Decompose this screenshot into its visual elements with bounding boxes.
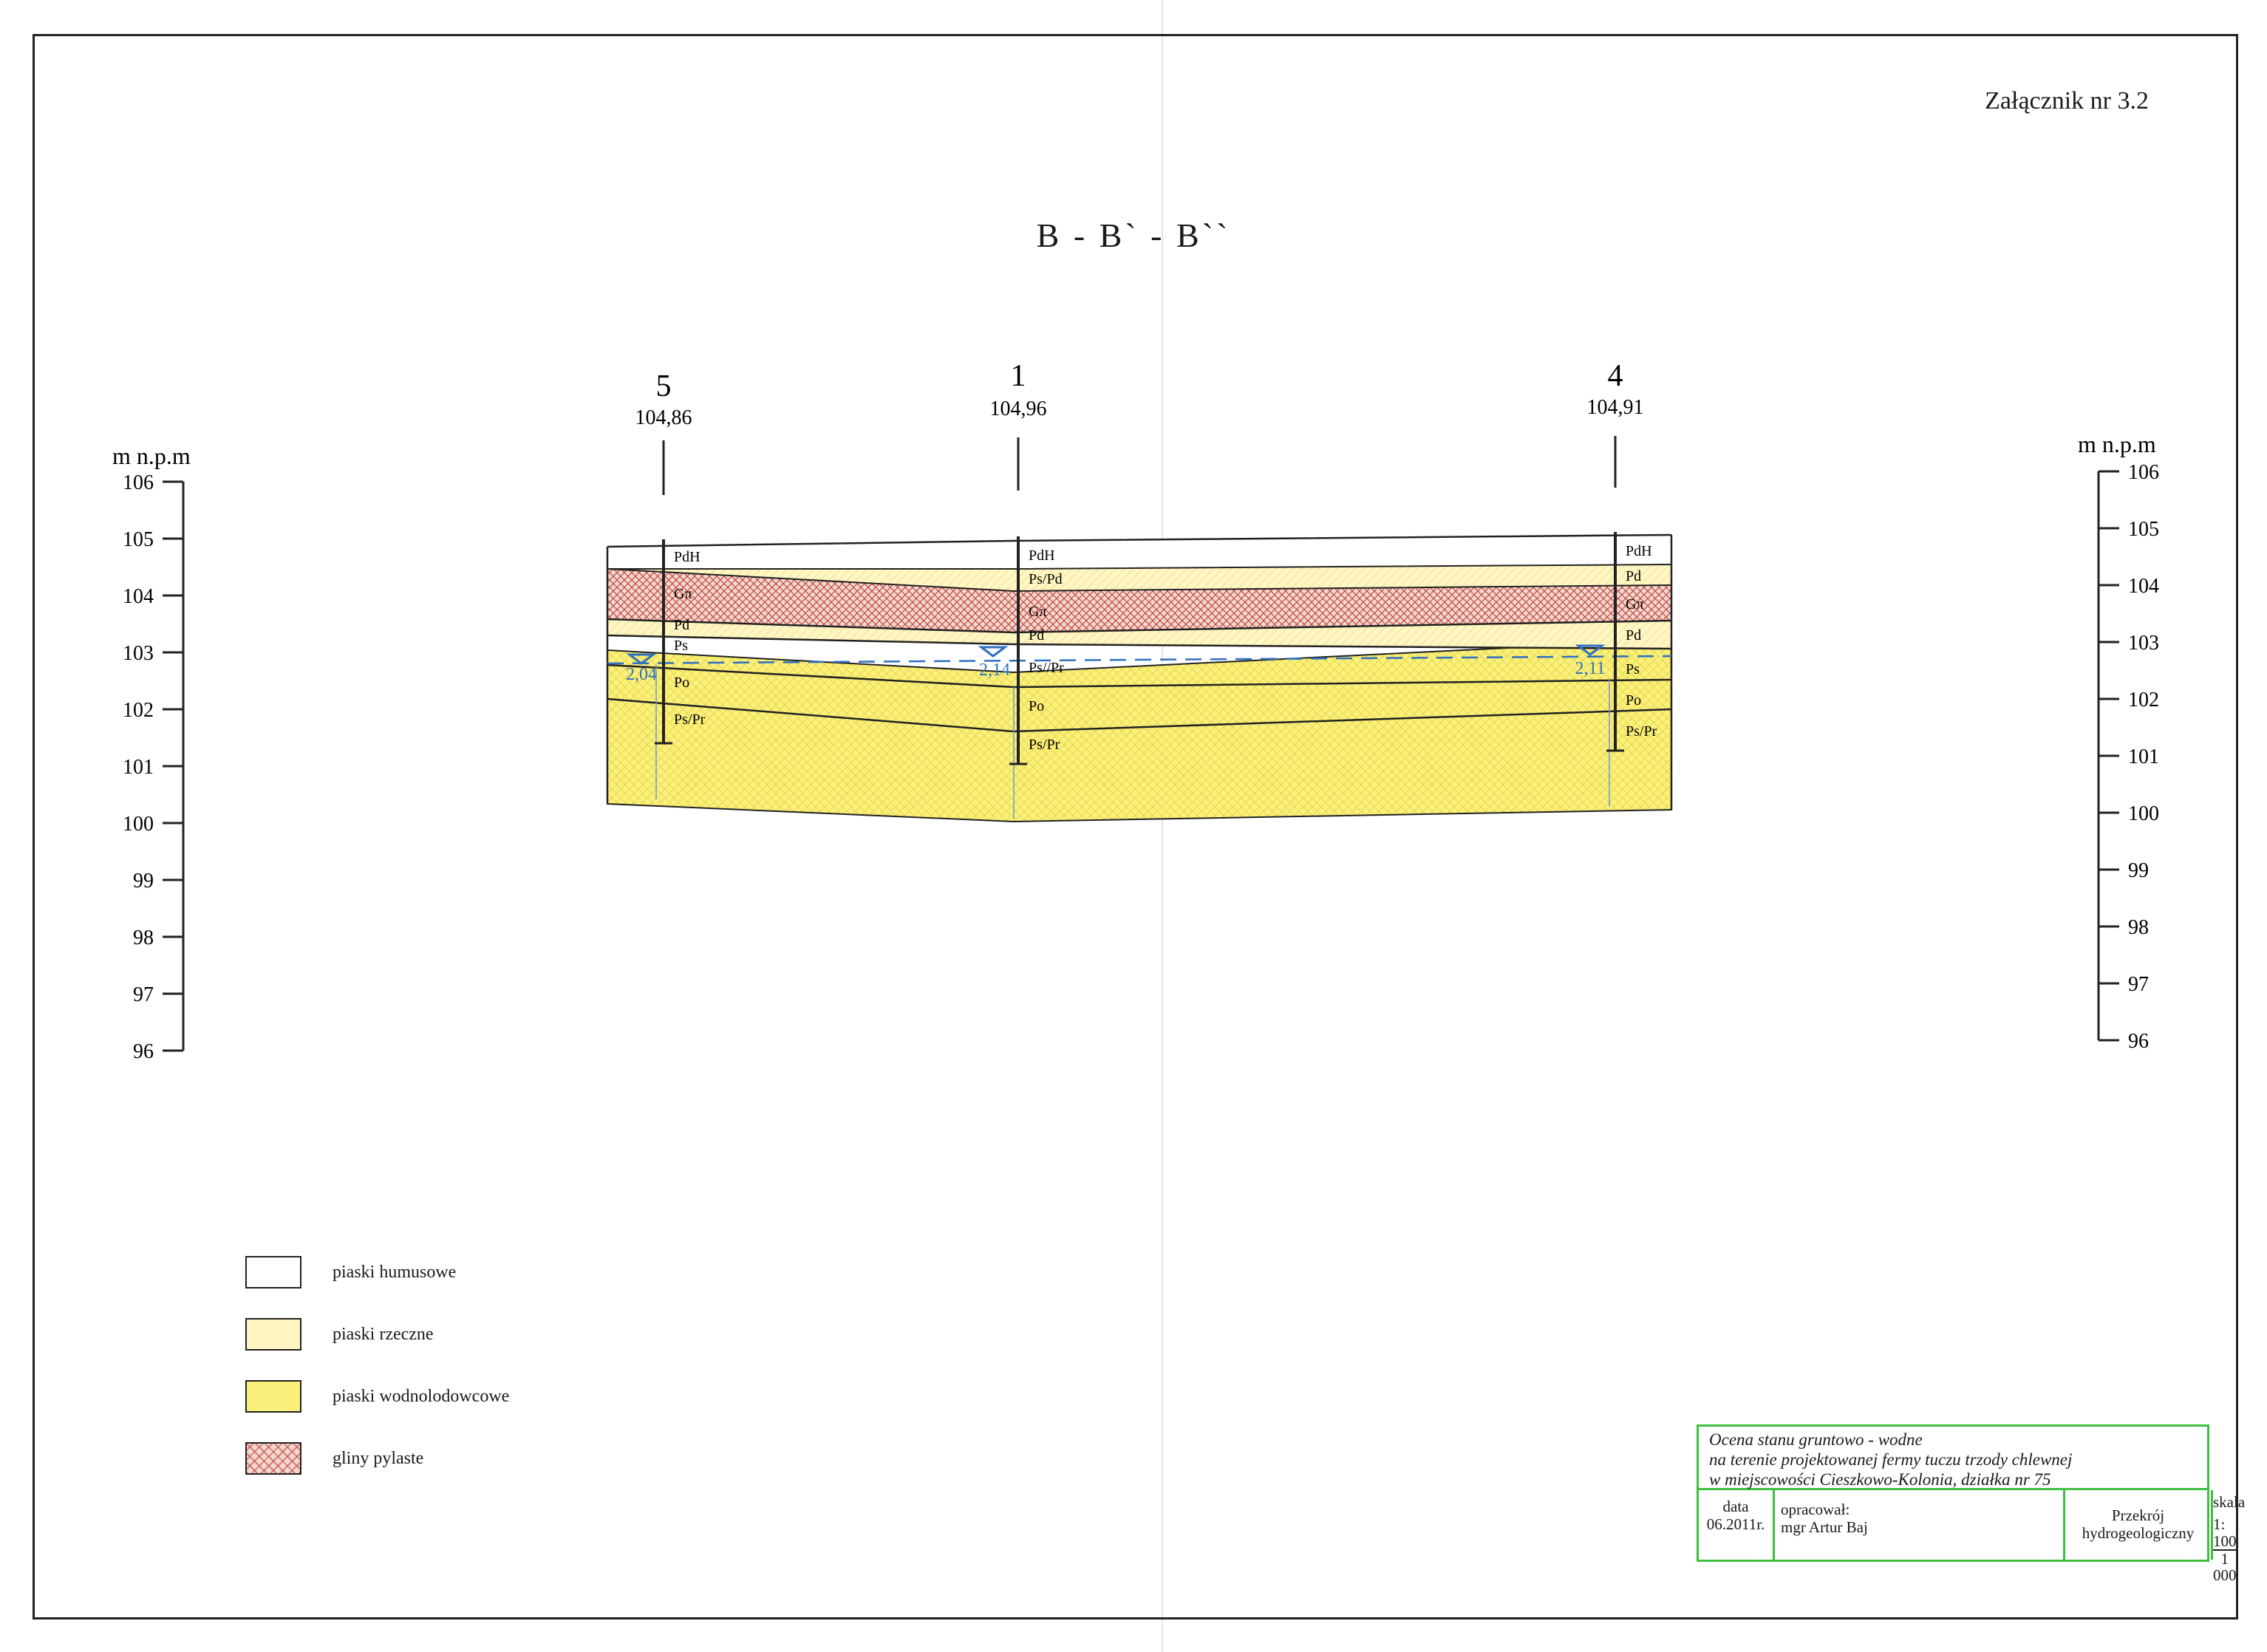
legend-item: gliny pylaste [245, 1442, 423, 1475]
legend-swatch [245, 1380, 301, 1413]
borehole-1-water-depth: 2,14 [979, 661, 1010, 680]
left-axis-tick-label: 106 [123, 471, 154, 494]
svg-text:Po: Po [674, 675, 689, 691]
right-axis-unit: m n.p.m [2078, 431, 2156, 457]
svg-text:Pd: Pd [1029, 627, 1044, 644]
svg-text:Gπ: Gπ [1626, 596, 1644, 612]
layer-river-sand-upper [607, 564, 1671, 591]
water-level-icon [626, 653, 657, 665]
section-title: B - B` - B`` [1036, 216, 1231, 254]
legend-label: piaski humusowe [333, 1262, 457, 1282]
title-block: Ocena stanu gruntowo - wodne na terenie … [1697, 1424, 2245, 1583]
groundwater-level-line [607, 655, 1672, 665]
legend-item: piaski humusowe [245, 1256, 456, 1289]
left-axis-tick-label: 98 [133, 926, 154, 949]
left-axis-tick-label: 105 [123, 528, 154, 551]
right-axis-tick-label: 99 [2128, 859, 2149, 882]
borehole-5: 5 104,86 PdH Gπ Pd Ps Po Ps/Pr 2,04 [626, 369, 706, 745]
right-axis-tick-label: 97 [2128, 973, 2149, 996]
borehole-4: 4 104,91 PdH Pd Gπ Pd Ps Po Ps/Pr 2,11 [1575, 359, 1657, 752]
svg-text:Ps: Ps [1626, 661, 1640, 677]
title-block-author: opracował: mgr Artur Baj [1775, 1490, 2065, 1560]
right-axis-tick-label: 105 [2128, 518, 2159, 541]
borehole-4-water-depth: 2,11 [1575, 659, 1605, 678]
svg-text:Pd: Pd [674, 617, 689, 633]
right-axis-tick-label: 96 [2128, 1030, 2149, 1053]
title-block-drawing-type: Przekrój hydrogeologiczny [2065, 1490, 2213, 1560]
geological-layers [606, 533, 1673, 823]
left-axis-tick-label: 104 [123, 585, 154, 608]
right-elevation-axis: m n.p.m 106 105 104 103 102 101 100 99 98 97 96 [2078, 431, 2159, 1053]
borehole-1-elevation: 104,96 [990, 397, 1047, 420]
svg-text:Ps/Pr: Ps/Pr [1029, 737, 1060, 753]
right-axis-tick-label: 103 [2128, 632, 2159, 655]
svg-text:Pd: Pd [1626, 568, 1641, 584]
right-axis-tick-label: 106 [2128, 461, 2159, 484]
svg-text:Ps/Pr: Ps/Pr [674, 711, 706, 728]
svg-text:Ps/Pd: Ps/Pd [1029, 571, 1063, 587]
borehole-4-elevation: 104,91 [1587, 396, 1644, 419]
title-block-date: data 06.2011r. [1699, 1490, 1775, 1560]
layer-fluvioglacial-sand [607, 638, 1672, 823]
legend-label: piaski wodnolodowcowe [333, 1386, 510, 1406]
svg-text:Pd: Pd [1626, 627, 1641, 644]
svg-text:Gπ: Gπ [1029, 604, 1047, 620]
layer-silty-clay [607, 569, 1671, 632]
borehole-5-water-depth: 2,04 [626, 665, 657, 684]
borehole-1-id: 1 [1011, 359, 1026, 393]
svg-text:Ps: Ps [674, 638, 688, 654]
left-axis-tick-label: 103 [123, 642, 154, 665]
legend-label: gliny pylaste [333, 1448, 424, 1468]
legend-item: piaski rzeczne [245, 1318, 434, 1351]
left-axis-tick-label: 96 [133, 1040, 154, 1063]
annex-number: Załącznik nr 3.2 [1985, 87, 2149, 115]
svg-text:PdH: PdH [1626, 543, 1652, 559]
legend-swatch [245, 1318, 301, 1351]
right-axis-tick-label: 102 [2128, 689, 2159, 711]
borehole-5-elevation: 104,86 [635, 406, 692, 429]
svg-text:Gπ: Gπ [674, 586, 692, 602]
left-axis-unit: m n.p.m [112, 443, 191, 469]
right-axis-tick-label: 100 [2128, 802, 2159, 825]
drawing-frame [33, 34, 2238, 1619]
borehole-5-id: 5 [656, 369, 672, 403]
left-elevation-axis: m n.p.m 106 105 104 103 102 101 100 99 98 97 96 [112, 443, 191, 1063]
water-level-icon [978, 646, 1009, 658]
svg-text:Ps//Pr: Ps//Pr [1029, 660, 1064, 676]
svg-text:PdH: PdH [1029, 547, 1055, 564]
svg-text:Po: Po [1029, 698, 1044, 714]
legend-swatch [245, 1256, 301, 1289]
left-axis-tick-label: 102 [123, 699, 154, 722]
left-axis-tick-label: 101 [123, 756, 154, 779]
legend-swatch [245, 1442, 301, 1475]
right-axis-tick-label: 98 [2128, 916, 2149, 939]
borehole-1: 1 104,96 PdH Ps/Pd Gπ Pd Ps//Pr Po Ps/Pr… [978, 359, 1064, 765]
legend-label: piaski rzeczne [333, 1324, 434, 1344]
left-axis-tick-label: 97 [133, 983, 154, 1006]
right-axis-tick-label: 104 [2128, 575, 2159, 598]
layer-river-sand [607, 619, 1671, 649]
left-axis-tick-label: 100 [123, 813, 154, 836]
legend-item: piaski wodnolodowcowe [245, 1380, 509, 1413]
svg-text:Po: Po [1626, 692, 1641, 709]
svg-text:Ps/Pr: Ps/Pr [1626, 723, 1657, 740]
water-level-icon [1575, 644, 1606, 656]
title-block-description: Ocena stanu gruntowo - wodne na terenie … [1699, 1427, 2207, 1490]
right-axis-tick-label: 101 [2128, 745, 2159, 768]
left-axis-tick-label: 99 [133, 870, 154, 892]
svg-text:PdH: PdH [674, 549, 700, 565]
scan-fold-line [1162, 0, 1163, 1652]
borehole-4-id: 4 [1608, 359, 1623, 393]
